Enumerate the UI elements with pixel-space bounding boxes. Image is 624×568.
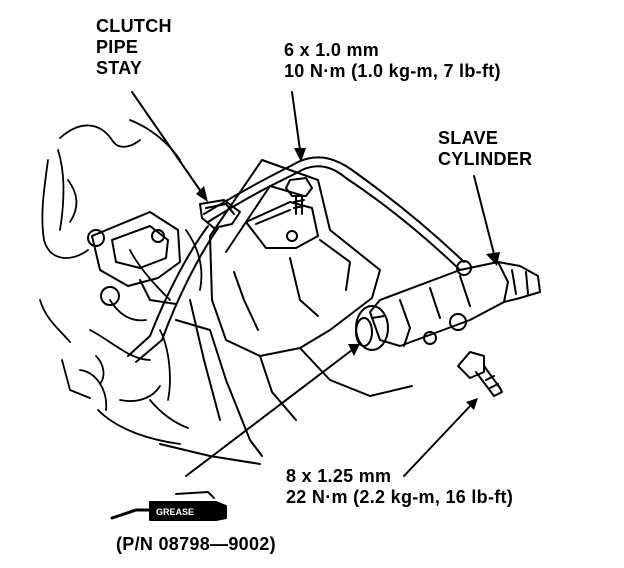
transmission-housing	[159, 159, 413, 465]
leader-lines	[131, 91, 495, 477]
lower-bolt	[457, 351, 503, 397]
arrowheads	[196, 148, 500, 410]
clutch-pipe-stay-label: CLUTCH PIPE STAY	[96, 16, 172, 79]
slave-cylinder-body	[355, 260, 541, 351]
clutch-pipe-stay-line-2: PIPE	[96, 37, 139, 57]
lower-bolt-spec-label: 8 x 1.25 mm 22 N·m (2.2 kg-m, 16 lb-ft)	[286, 466, 513, 508]
top-bolt	[285, 177, 313, 215]
clutch-pipe-stay-line-3: STAY	[96, 58, 143, 78]
grease-tube-icon: GREASE	[110, 491, 227, 521]
lower-bolt-size: 8 x 1.25 mm	[286, 466, 392, 486]
slave-cylinder-line-1: SLAVE	[438, 128, 499, 148]
part-number-label: (P/N 08798—9002)	[116, 534, 276, 554]
top-bolt-bracket	[245, 201, 319, 249]
clutch-pipe-stay-line-1: CLUTCH	[96, 16, 172, 36]
left-bracket	[87, 211, 181, 306]
lower-bolt-torque: 22 N·m (2.2 kg-m, 16 lb-ft)	[286, 487, 514, 507]
pipe-stay-bracket	[199, 199, 241, 229]
top-bolt-spec-label: 6 x 1.0 mm 10 N·m (1.0 kg-m, 7 lb-ft)	[284, 40, 501, 82]
top-bolt-torque: 10 N·m (1.0 kg-m, 7 lb-ft)	[284, 61, 501, 81]
clutch-pipe	[127, 156, 465, 363]
grease-tube-label: GREASE	[156, 507, 194, 517]
top-bolt-size: 6 x 1.0 mm	[284, 40, 380, 60]
slave-cylinder-line-2: CYLINDER	[438, 149, 533, 169]
slave-cylinder-label: SLAVE CYLINDER	[438, 128, 532, 170]
